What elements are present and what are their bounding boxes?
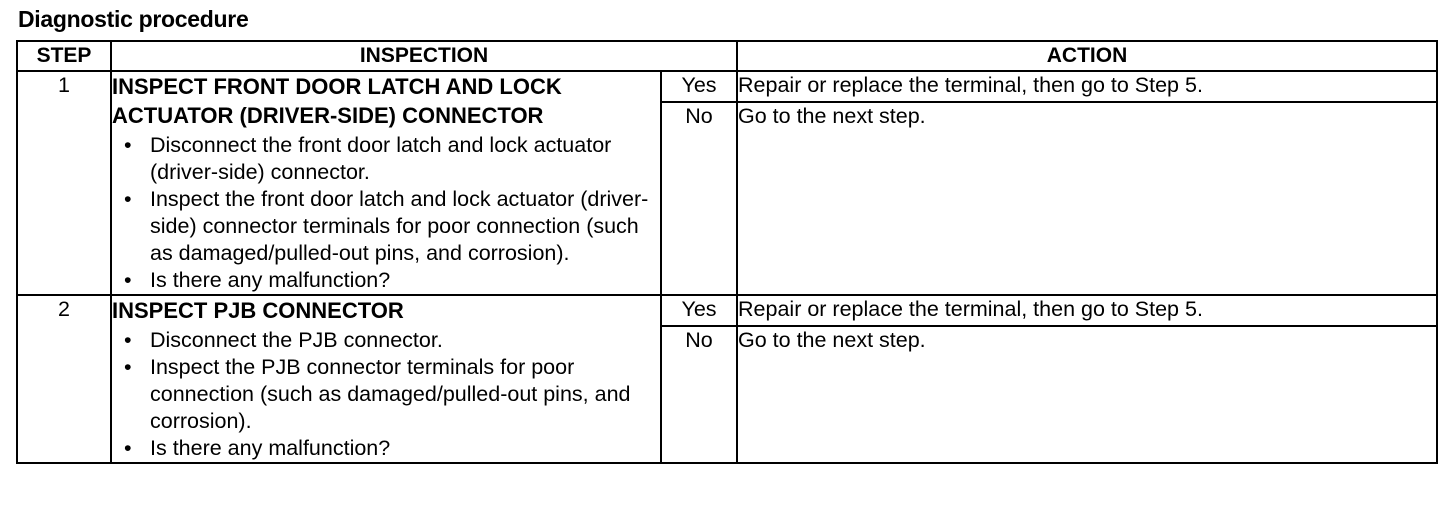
header-inspection: INSPECTION <box>109 40 739 72</box>
page-title: Diagnostic procedure <box>18 6 249 32</box>
step-2-title: INSPECT PJB CONNECTOR <box>112 298 404 323</box>
step-1-yes-row: 1 INSPECT FRONT DOOR LATCH AND LOCK ACTU… <box>16 70 1438 296</box>
step-2-number: 2 <box>16 294 112 464</box>
header-step: STEP <box>16 40 112 72</box>
header-row: STEP INSPECTION ACTION <box>16 40 1438 72</box>
step-2-bullet-list: Disconnect the PJB connector. Inspect th… <box>112 327 660 462</box>
step-2-yes-label: Yes <box>659 294 739 327</box>
diagnostic-table: STEP INSPECTION ACTION 1 INSPECT FRONT D… <box>16 40 1438 464</box>
step-2-bullet-2: Inspect the PJB connector terminals for … <box>112 354 660 435</box>
step-1-yes-action: Repair or replace the terminal, then go … <box>736 70 1438 103</box>
step-1-title: INSPECT FRONT DOOR LATCH AND LOCK ACTUAT… <box>112 72 660 130</box>
step-2-no-row: No Go to the next step. <box>17 325 1438 464</box>
step-2-yes-row: 2 INSPECT PJB CONNECTOR Disconnect the P… <box>16 294 1438 464</box>
step-2-bullet-3: Is there any malfunction? <box>112 435 660 462</box>
step-2-bullet-1: Disconnect the PJB connector. <box>112 327 660 354</box>
step-1-bullet-2: Inspect the front door latch and lock ac… <box>112 186 660 267</box>
step-1-no-label: No <box>659 101 739 296</box>
step-1-title-line1: INSPECT FRONT DOOR LATCH AND LOCK <box>112 74 562 99</box>
step-2-yes-action: Repair or replace the terminal, then go … <box>736 294 1438 327</box>
step-1-bullet-3: Is there any malfunction? <box>112 267 660 294</box>
step-1-title-line2: ACTUATOR (DRIVER-SIDE) CONNECTOR <box>112 103 544 128</box>
step-1-no-row: No Go to the next step. <box>17 101 1438 296</box>
step-1-inspection: INSPECT FRONT DOOR LATCH AND LOCK ACTUAT… <box>110 70 662 296</box>
step-1-no-action: Go to the next step. <box>736 101 1438 296</box>
step-1-number: 1 <box>16 70 112 296</box>
header-action: ACTION <box>736 40 1438 72</box>
step-1-yes-label: Yes <box>659 70 739 103</box>
step-2-inspection: INSPECT PJB CONNECTOR Disconnect the PJB… <box>110 294 662 464</box>
step-2-no-label: No <box>659 325 739 464</box>
step-1-bullet-list: Disconnect the front door latch and lock… <box>112 132 660 294</box>
step-2-no-action: Go to the next step. <box>736 325 1438 464</box>
step-1-bullet-1: Disconnect the front door latch and lock… <box>112 132 660 186</box>
